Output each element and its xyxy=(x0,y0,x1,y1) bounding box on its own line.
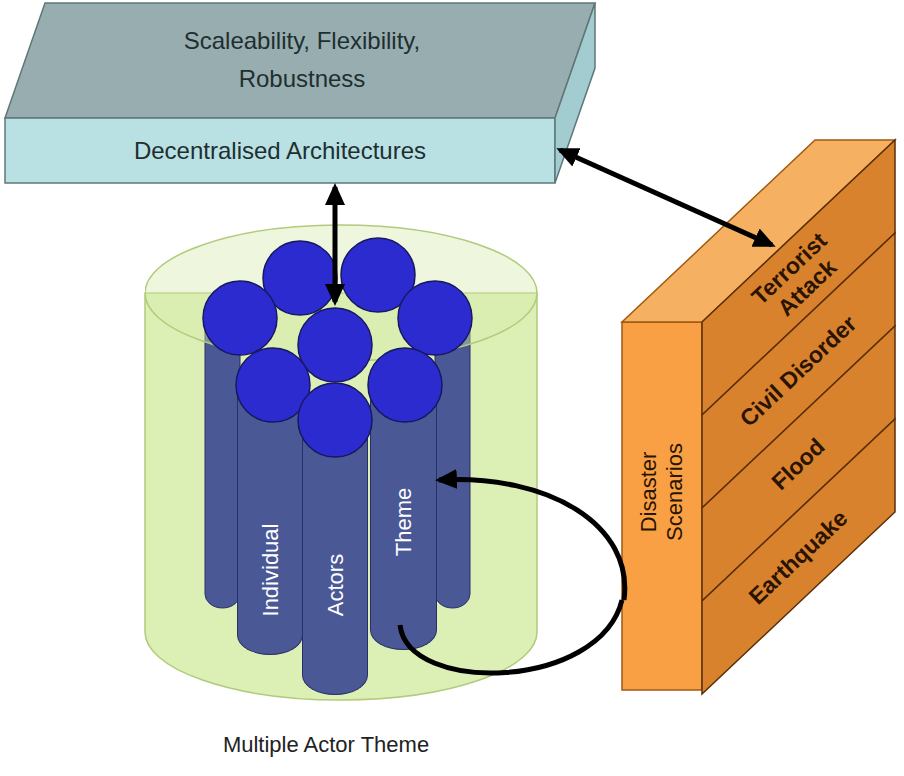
scenario-wall: Disaster ScenariosTerrorist AttackCivil … xyxy=(622,140,895,690)
rod-tops xyxy=(145,222,540,767)
arrow-connector xyxy=(560,150,772,245)
back-rod xyxy=(205,318,240,608)
slab-top xyxy=(5,3,595,118)
rod-end xyxy=(398,281,472,355)
actor-rod: Individual xyxy=(237,385,303,655)
rod-end xyxy=(298,308,372,382)
rod-label: Actors xyxy=(323,554,348,616)
wall-label: Disaster Scenarios xyxy=(636,432,688,552)
rod-end xyxy=(263,241,337,315)
rod-end xyxy=(203,281,277,355)
cylinder-top xyxy=(145,225,537,361)
rod-end xyxy=(368,348,442,422)
rod-end xyxy=(341,238,415,312)
slab-heading: Scaleability, Flexibility, Robustness xyxy=(132,22,472,98)
actor-rod: Theme xyxy=(370,385,437,650)
cylinder-body xyxy=(145,293,537,700)
slab-block: Scaleability, Flexibility, RobustnessDec… xyxy=(5,3,597,185)
actor-cylinder: Multiple Actor Theme Individual Actors Them… xyxy=(145,222,540,767)
slab-label: Decentralised Architectures xyxy=(20,132,540,170)
actor-rod: Actors xyxy=(302,420,368,695)
arrow-connector xyxy=(333,187,338,302)
band-face xyxy=(702,419,895,694)
cylinder-caption: Multiple Actor Theme xyxy=(146,732,506,757)
rod-end xyxy=(236,348,310,422)
arrow-connector xyxy=(439,480,625,600)
loop-curve xyxy=(400,600,622,673)
rod-end xyxy=(298,383,372,457)
rod-label: Theme xyxy=(391,488,416,556)
rod-label: Individual xyxy=(258,524,283,617)
slab-front xyxy=(5,118,555,183)
wall-front xyxy=(622,322,702,690)
back-rod xyxy=(435,318,470,608)
